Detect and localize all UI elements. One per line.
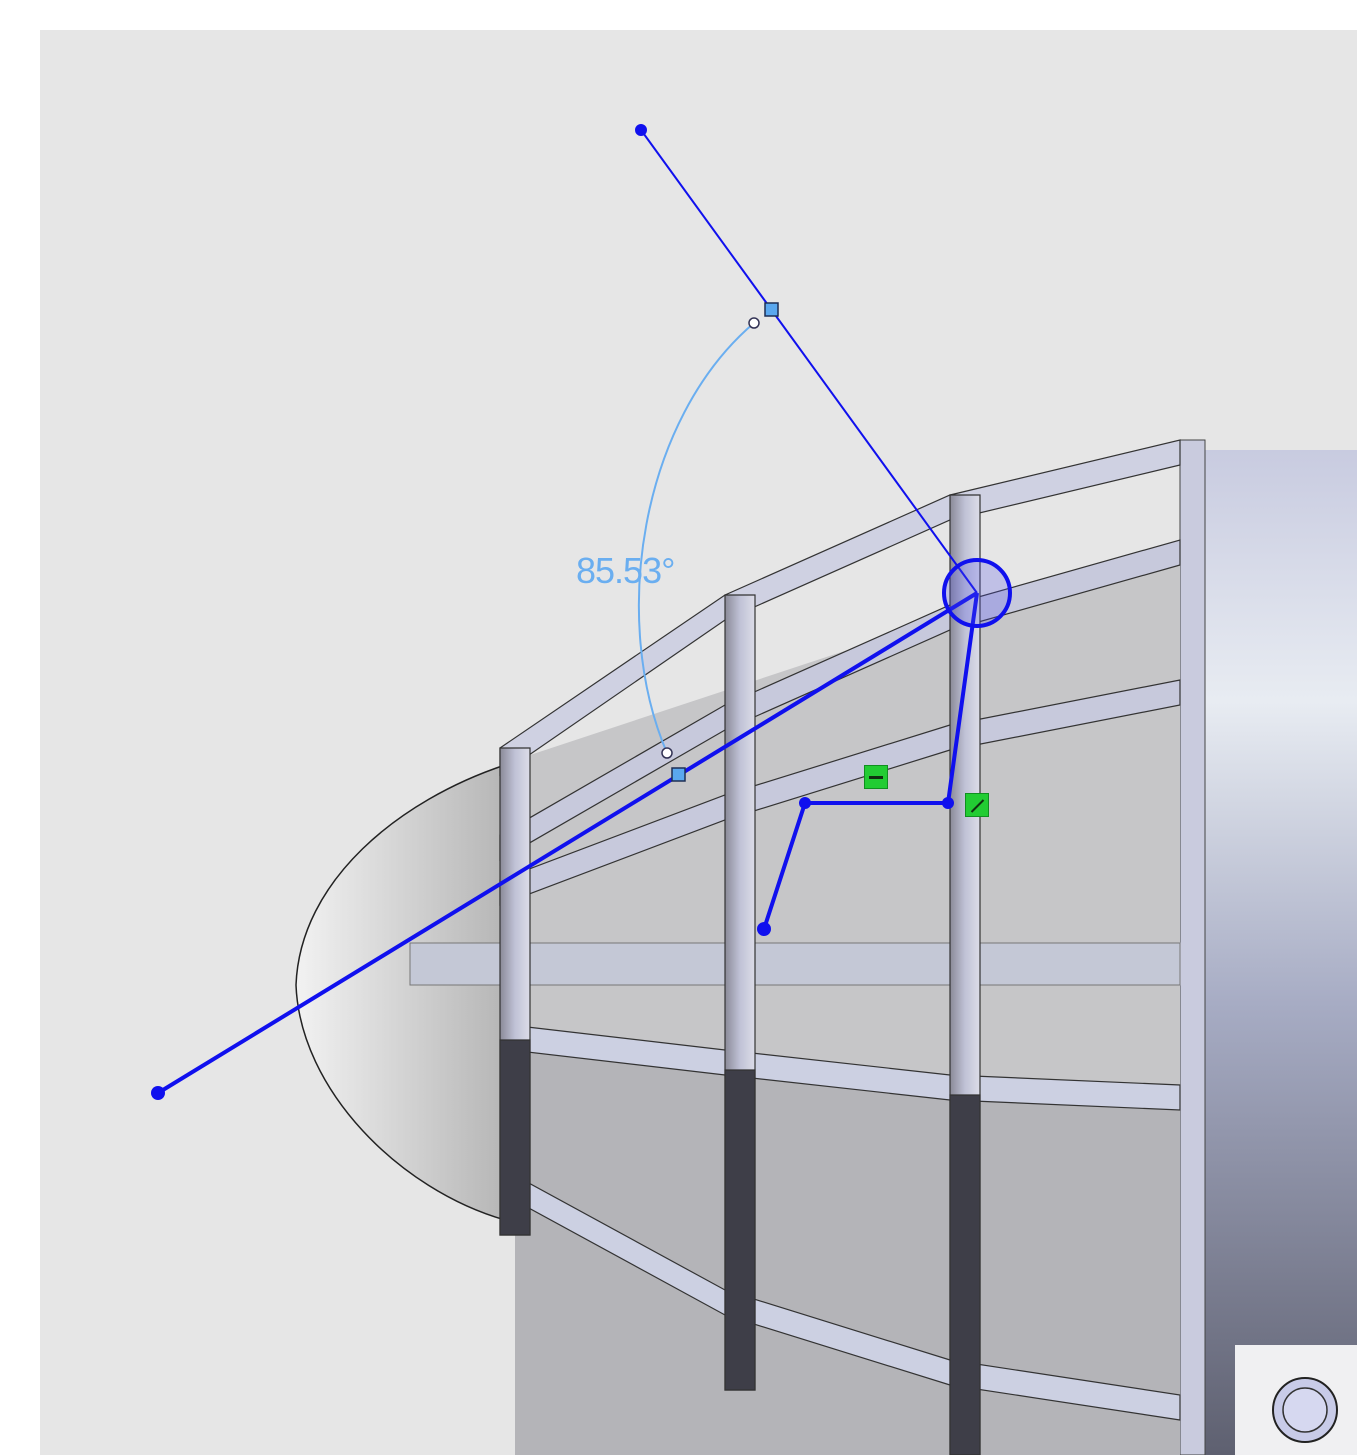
nose-cone bbox=[295, 763, 506, 1221]
dimension-handle-top[interactable] bbox=[764, 302, 779, 317]
sketch-line-long[interactable] bbox=[156, 591, 979, 1095]
frame-ribs bbox=[499, 494, 981, 1455]
construction-line[interactable] bbox=[640, 129, 978, 594]
frame-panels bbox=[409, 540, 1181, 1455]
fuselage bbox=[1179, 439, 1357, 1455]
model-scene[interactable] bbox=[40, 30, 1357, 1455]
sketch-entities[interactable] bbox=[151, 124, 1012, 1100]
angle-dimension-value[interactable]: 85.53° bbox=[576, 550, 675, 591]
coincident-relation-icon[interactable] bbox=[965, 793, 989, 817]
vertex-highlight[interactable] bbox=[942, 558, 1012, 628]
dimension-handle-bottom[interactable] bbox=[671, 767, 686, 782]
endpoint-top[interactable] bbox=[635, 124, 647, 136]
vertex-left[interactable] bbox=[799, 797, 811, 809]
horizontal-relation-icon[interactable] bbox=[864, 765, 888, 789]
vertex-right[interactable] bbox=[942, 797, 954, 809]
endpoint-left[interactable] bbox=[151, 1086, 165, 1100]
endpoint-bottom[interactable] bbox=[757, 922, 771, 936]
angle-dimension[interactable] bbox=[637, 302, 779, 782]
stringers bbox=[499, 439, 1181, 1421]
gear-strut bbox=[1235, 1345, 1357, 1455]
sketch-polyline[interactable] bbox=[762, 592, 979, 930]
graphics-area[interactable]: 85.53° bbox=[40, 30, 1357, 1455]
